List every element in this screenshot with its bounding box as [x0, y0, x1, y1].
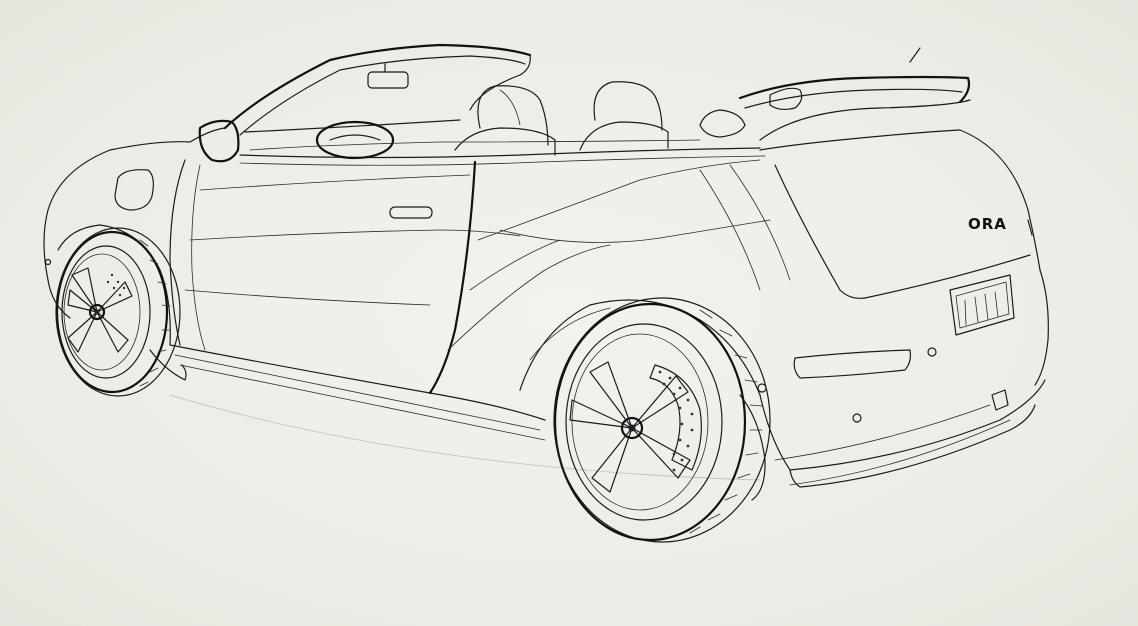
speaker: [699, 109, 746, 138]
fuel-door: [114, 169, 154, 211]
side-mirror: [198, 119, 240, 163]
rearview-mirror: [367, 71, 409, 89]
door-handle: [389, 206, 433, 219]
parking-sensor-icon: [757, 383, 767, 393]
rear-reflector: [793, 349, 912, 379]
car-body: ORA: [43, 127, 1049, 488]
ground-line: [169, 394, 761, 481]
parking-sensor-icon: [852, 413, 862, 423]
license-plate: [949, 274, 1015, 336]
steering-wheel: [315, 120, 395, 160]
brand-badge: ORA: [968, 215, 1007, 233]
brake-caliper: [649, 364, 702, 471]
front-wheel: [55, 227, 187, 397]
cabin: [198, 43, 971, 163]
parking-sensor-icon: [927, 347, 937, 357]
rear-wheel: [553, 297, 771, 543]
